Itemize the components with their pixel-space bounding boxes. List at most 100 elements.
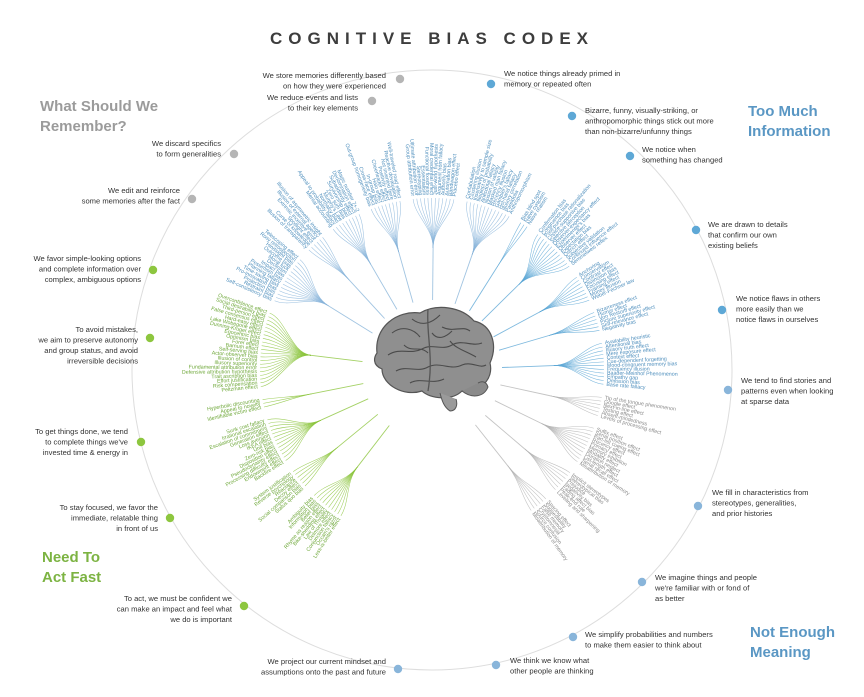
bias-label: Base rate fallacy (606, 382, 646, 391)
quadrant-meaning-line1: Not Enough (750, 624, 835, 641)
category-dot-15 (393, 664, 403, 674)
bias-label: Illusory truth effect (606, 343, 650, 354)
bias-label: Context effect (606, 353, 639, 361)
branch-line (299, 447, 338, 481)
branch-line (355, 215, 372, 265)
quadrant-info-line2: Information (748, 123, 831, 140)
bias-label: Peltzman effect (221, 384, 258, 394)
branch-trunk (454, 254, 473, 305)
branch-trunk (501, 365, 554, 368)
branch-trunk (320, 398, 369, 421)
branch-trunk (475, 424, 509, 466)
category-label-line: we do is important (169, 615, 233, 624)
branch-line (269, 312, 311, 356)
category-label-line: We edit and reinforce (108, 186, 180, 195)
branch-line (284, 280, 329, 306)
branch-line (308, 249, 350, 281)
quadrant-remember-line2: Remember? (40, 118, 127, 135)
category-dot-13 (568, 632, 578, 642)
branch-line (507, 465, 535, 509)
bias-label: Empathy gap (607, 374, 638, 381)
branch-line (319, 239, 350, 281)
category-label-line: We tend to find stories and (741, 376, 831, 385)
branch-line (507, 465, 532, 511)
category-dot-4 (187, 194, 197, 204)
branch-line (262, 393, 313, 400)
category-dot-11 (693, 501, 703, 511)
bias-label: Baader-Meinhof Phenomenon (607, 371, 678, 378)
branch-line (432, 199, 455, 249)
branch-line (539, 299, 590, 313)
category-labels: We store memories differently based on ho… (34, 69, 834, 677)
category-dot-20 (148, 265, 158, 275)
branch-trunk (310, 354, 363, 363)
branch-line (507, 465, 547, 500)
branch-line (551, 395, 599, 413)
branch-line (378, 206, 400, 253)
branch-trunk (485, 415, 526, 450)
branch-trunk (398, 252, 414, 303)
branch-line (283, 419, 321, 458)
bias-label: Forer effect (232, 339, 260, 349)
branch-line (311, 247, 350, 281)
branch-line (471, 216, 510, 255)
branch-line (518, 265, 570, 285)
category-label-line: anthropomorphic things stick out more (585, 117, 714, 126)
category-label-line: We store memories differently based (263, 71, 386, 80)
category-label-line: to make them easier to think about (585, 641, 702, 650)
category-label-line: To act, we must be confident we (124, 594, 232, 603)
branch-line (524, 448, 559, 488)
branch-line (268, 316, 311, 356)
outer-ring (131, 69, 733, 671)
category-dot-7 (625, 151, 635, 161)
category-label-line: invested time & energy in (43, 448, 128, 457)
branch-line (539, 280, 579, 313)
branch-line (339, 224, 372, 265)
category-label-line: as better (655, 594, 685, 603)
category-label-line: on how they were experienced (283, 82, 386, 91)
branch-line (260, 355, 311, 384)
category-label-line: We reduce events and lists (267, 93, 358, 102)
branch-trunk (432, 247, 434, 301)
branch-line (541, 423, 584, 453)
branch-line (420, 198, 434, 249)
branch-line (496, 226, 528, 268)
category-label-line: and complete information over (39, 265, 142, 274)
branch-trunk (494, 400, 542, 424)
branch-trunk (469, 266, 498, 312)
category-dot-19 (145, 333, 155, 343)
category-label-line: We fill in characteristics from (712, 488, 809, 497)
bias-label: Frequency illusion (607, 367, 650, 373)
bias-label: Mood-congruent memory bias (607, 361, 678, 369)
category-dot-18 (136, 437, 146, 447)
category-label-line: something has changed (642, 156, 723, 165)
branch-line (548, 330, 600, 336)
branch-line (524, 448, 571, 473)
branches (259, 197, 605, 517)
bias-label: Essentialism (419, 165, 426, 196)
category-dot-9 (717, 305, 727, 315)
category-label-line: stereotypes, generalities, (712, 499, 796, 508)
category-label-line: notice flaws in ourselves (736, 315, 819, 324)
branch-trunk (493, 311, 540, 338)
branch-line (314, 466, 358, 496)
category-label-line: We think we know what (510, 656, 590, 665)
branch-trunk (337, 413, 379, 448)
category-dot-1 (395, 74, 405, 84)
bias-label: Placebo effect (452, 162, 462, 196)
category-label-line: in front of us (116, 524, 158, 533)
category-label-line: memory or repeated often (504, 80, 591, 89)
branch-trunk (500, 384, 552, 397)
category-label-line: immediate, relatable thing (71, 514, 158, 523)
category-label-line: assumptions onto the past and future (261, 668, 386, 677)
branch-line (548, 326, 599, 336)
branch-line (412, 198, 434, 249)
branch-line (553, 365, 604, 381)
quadrant-info-line1: Too Much (748, 103, 818, 120)
